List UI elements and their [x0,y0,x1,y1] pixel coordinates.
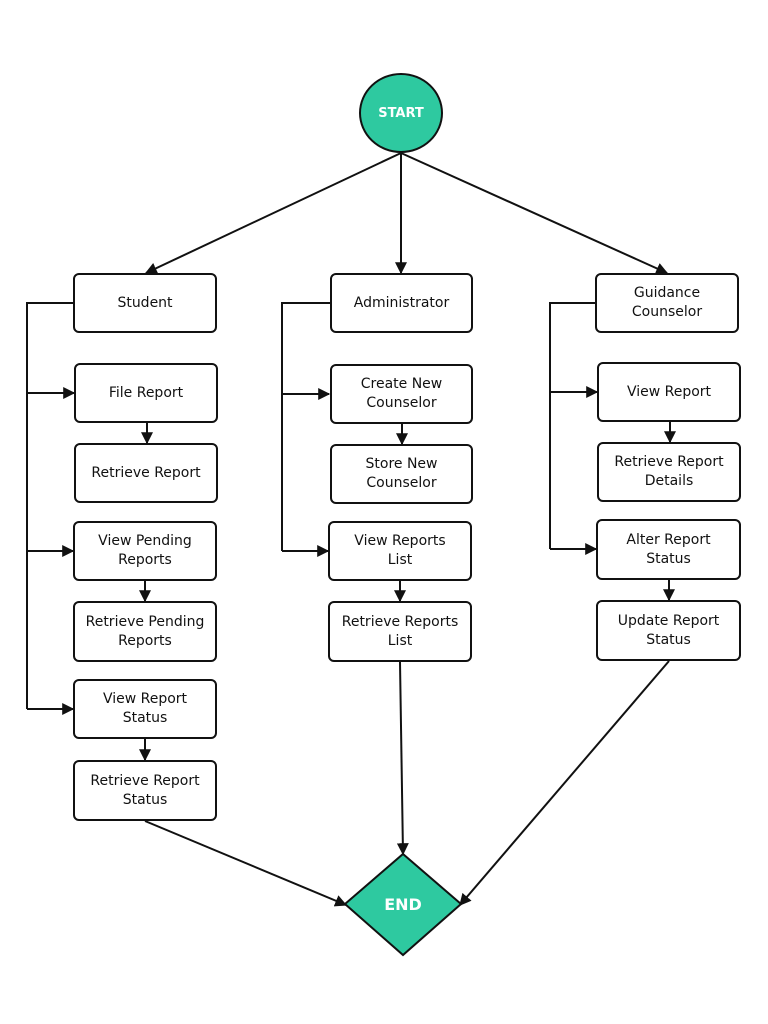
end-node: END [344,852,462,956]
start-label: START [378,105,424,121]
counselor-branch-line [549,302,595,549]
view-pending-reports-node: View Pending Reports [73,521,217,581]
connector-counselor-to-end [459,660,670,906]
retrieve-reports-list-node: Retrieve Reports List [328,601,472,662]
administrator-node: Administrator [330,273,473,333]
end-label: END [384,894,422,914]
view-report-status-node: View Report Status [73,679,217,739]
view-report-node: View Report [597,362,741,422]
administrator-branch-line [281,302,330,551]
alter-report-status-node: Alter Report Status [596,519,741,580]
create-new-counselor-node: Create New Counselor [330,364,473,424]
student-branch-line [26,302,73,709]
connector-administrator-to-end [396,661,409,856]
retrieve-report-status-node: Retrieve Report Status [73,760,217,821]
guidance-counselor-node: Guidance Counselor [595,273,739,333]
student-node: Student [73,273,217,333]
start-node: START [359,73,443,153]
view-reports-list-node: View Reports List [328,521,472,581]
store-new-counselor-node: Store New Counselor [330,444,473,504]
retrieve-report-node: Retrieve Report [74,443,218,503]
retrieve-pending-reports-node: Retrieve Pending Reports [73,601,217,662]
end-diamond-shape [343,852,463,957]
file-report-node: File Report [74,363,218,423]
connector-start-to-counselor [400,152,669,275]
connector-start-to-student [144,152,402,274]
connector-student-to-end [144,820,348,907]
update-report-status-node: Update Report Status [596,600,741,661]
retrieve-report-details-node: Retrieve Report Details [597,442,741,502]
